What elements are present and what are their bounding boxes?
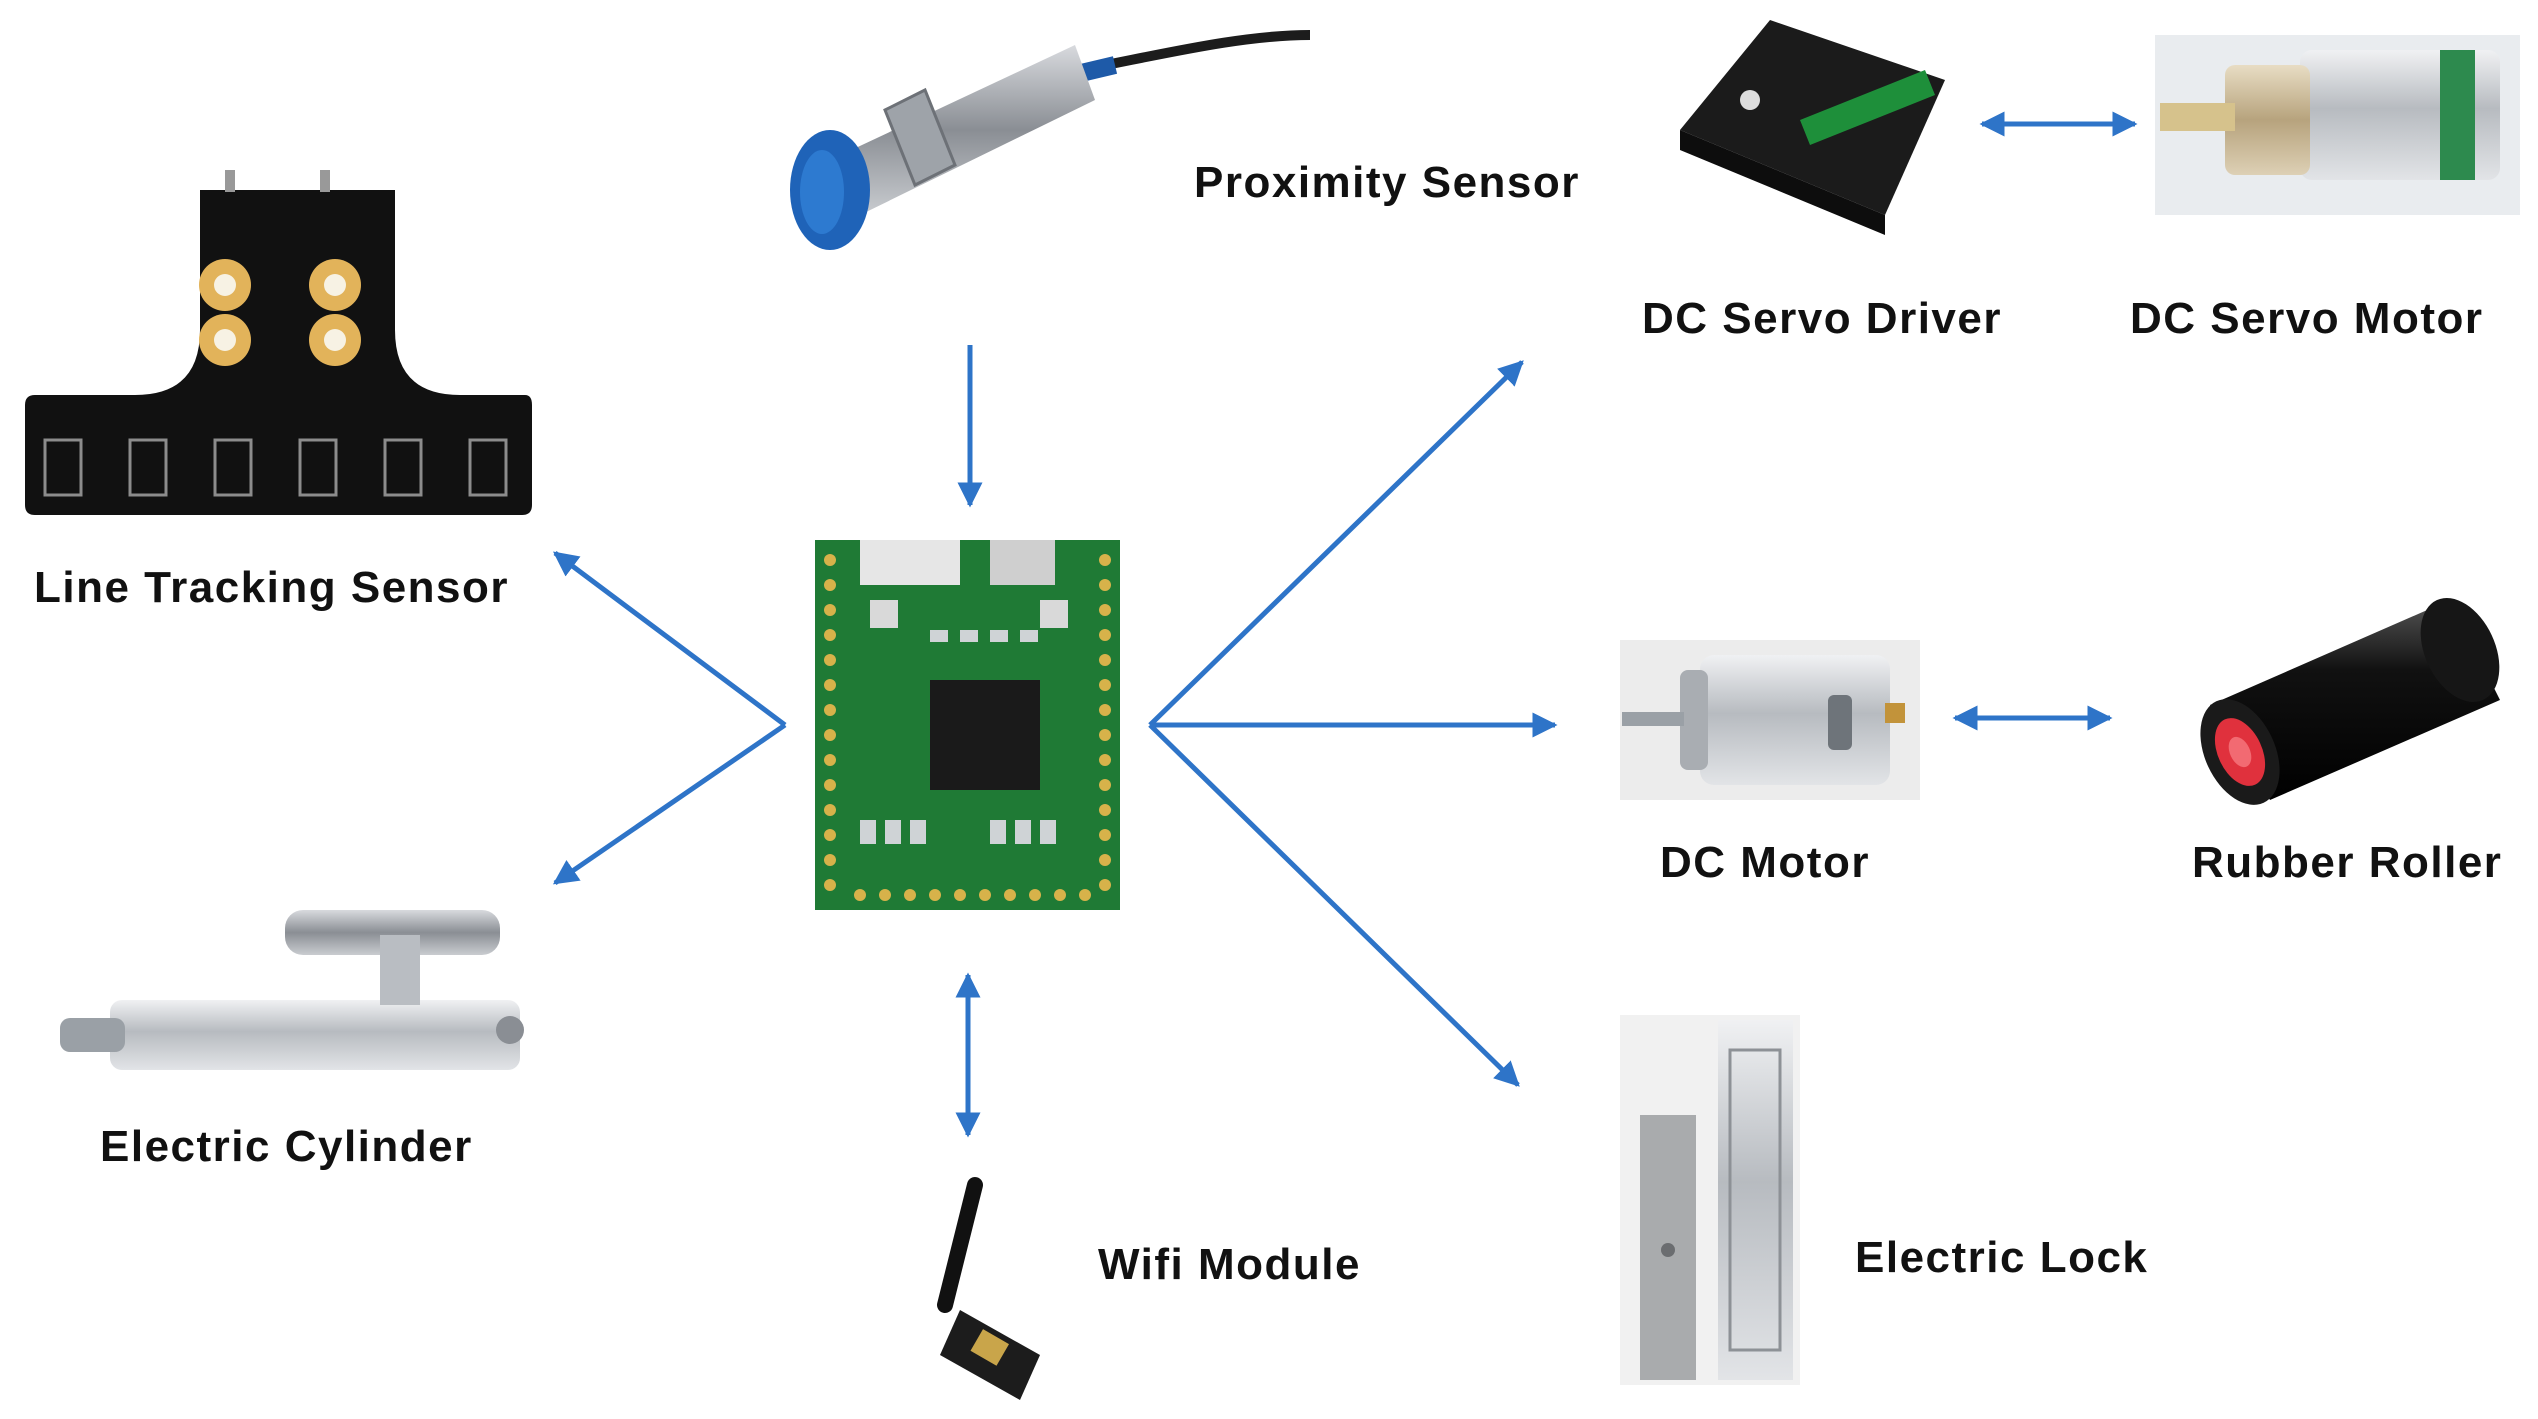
electric-lock-label: Electric Lock (1855, 1233, 2149, 1282)
connection-arrows (552, 111, 2138, 1138)
electric-cylinder-label: Electric Cylinder (100, 1122, 473, 1171)
arrow-board-to-cylinder (552, 722, 787, 886)
dc-servo-motor-image (2155, 35, 2520, 215)
electric-lock-image (1620, 1015, 1800, 1385)
dc-servo-driver-label: DC Servo Driver (1642, 294, 2002, 343)
proximity-sensor-label: Proximity Sensor (1194, 158, 1580, 207)
dc-motor-image (1620, 640, 1920, 800)
arrow-board-to-servo-driver (1148, 360, 1524, 727)
line-tracking-sensor-image (25, 170, 532, 515)
proximity-sensor-image (790, 30, 1311, 250)
wifi-module-image (937, 1177, 1040, 1400)
arrow-board-to-lock (1148, 723, 1520, 1087)
microcontroller-board-image (815, 540, 1120, 910)
dc-motor-label: DC Motor (1660, 838, 1870, 887)
rubber-roller-label: Rubber Roller (2192, 838, 2503, 887)
rubber-roller-image (2200, 598, 2500, 805)
dc-servo-driver-image (1680, 20, 1945, 235)
dc-servo-motor-label: DC Servo Motor (2130, 294, 2484, 343)
electric-cylinder-image (60, 910, 524, 1070)
arrow-board-to-line-sensor (552, 550, 787, 728)
wifi-module-label: Wifi Module (1098, 1240, 1361, 1289)
line-tracking-sensor-label: Line Tracking Sensor (34, 563, 510, 612)
